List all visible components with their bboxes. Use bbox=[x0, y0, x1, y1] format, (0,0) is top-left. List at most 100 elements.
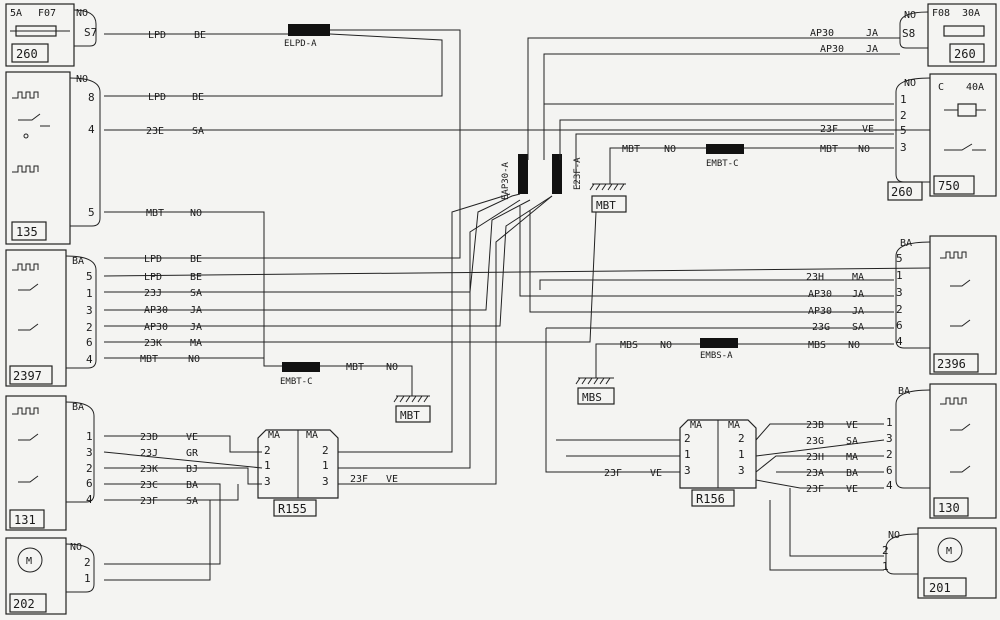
wire-color: JA bbox=[866, 44, 878, 55]
switch-icon bbox=[950, 279, 971, 327]
wire-color: SA bbox=[852, 322, 864, 333]
wire-code: 23F bbox=[350, 474, 368, 485]
wire-code: MBT bbox=[146, 208, 164, 219]
pin-label: 1 bbox=[684, 448, 691, 461]
wire-color: GR bbox=[186, 448, 199, 459]
component-2397: BA 5 1 3 2 6 4 2397 bbox=[5, 249, 97, 387]
pin-label: 1 bbox=[264, 459, 271, 472]
wire-code: 23J bbox=[144, 288, 162, 299]
wire-code: LPD bbox=[148, 30, 166, 41]
wire-color: MA bbox=[846, 452, 858, 463]
wire-color: BE bbox=[194, 30, 206, 41]
pin-label: 4 bbox=[896, 335, 903, 348]
wire-code: LPD bbox=[148, 92, 166, 103]
component-id: 130 bbox=[938, 501, 960, 515]
pin-label: 3 bbox=[322, 475, 329, 488]
pin-label: 4 bbox=[86, 353, 93, 366]
wire-code: 23A bbox=[806, 468, 824, 479]
pin-label: 1 bbox=[882, 560, 889, 573]
wire-code: 23J bbox=[140, 448, 158, 459]
pin-label: 1 bbox=[86, 287, 93, 300]
component-202: NO 2 1 M 202 bbox=[5, 537, 95, 615]
wire-color: MA bbox=[190, 338, 202, 349]
pin-label: 1 bbox=[900, 93, 907, 106]
wire-color: BJ bbox=[186, 464, 198, 475]
pin-label: 3 bbox=[900, 141, 907, 154]
pin-label: 3 bbox=[738, 464, 745, 477]
component-id: 750 bbox=[938, 179, 960, 193]
pin-label: 2 bbox=[84, 556, 91, 569]
wire-code: 23H bbox=[806, 452, 824, 463]
connector-r156: MA MA 2 1 3 2 1 3 R156 bbox=[679, 419, 757, 507]
wire-color: NO bbox=[858, 144, 870, 155]
wire-color: SA bbox=[190, 288, 202, 299]
svg-text:EMBS-A: EMBS-A bbox=[700, 351, 733, 361]
pin-label: 3 bbox=[264, 475, 271, 488]
svg-text:MBT: MBT bbox=[596, 199, 616, 212]
switch-icon bbox=[950, 423, 971, 473]
pin-label: 1 bbox=[86, 430, 93, 443]
pulse-icon bbox=[940, 251, 967, 259]
svg-text:EAP30-A: EAP30-A bbox=[501, 161, 511, 200]
splice-embs-a: EMBS-A bbox=[700, 338, 738, 361]
pin-label: 4 bbox=[886, 479, 893, 492]
connector-r155: MA MA 2 1 3 2 1 3 R155 bbox=[257, 429, 339, 517]
pin-label: 1 bbox=[896, 269, 903, 282]
pin-label: 3 bbox=[86, 304, 93, 317]
pulse-icon bbox=[12, 165, 39, 173]
wire-color: VE bbox=[386, 474, 398, 485]
wire-color: NO bbox=[190, 208, 202, 219]
header-label: BA bbox=[898, 386, 910, 397]
component-260-right: F08 30A 260 NO S8 bbox=[899, 3, 997, 67]
component-id: 2396 bbox=[937, 357, 966, 371]
component-id: 260 bbox=[954, 47, 976, 61]
component-id: 260 bbox=[16, 47, 38, 61]
pin-label: 1 bbox=[84, 572, 91, 585]
fuse-rating: 5A bbox=[10, 8, 22, 19]
motor-symbol: M bbox=[946, 546, 952, 557]
left-head: MA bbox=[690, 420, 702, 431]
wire-code: AP30 bbox=[808, 289, 832, 300]
pin-label: S8 bbox=[902, 27, 915, 40]
motor-icon bbox=[937, 537, 963, 563]
component-id: 201 bbox=[929, 581, 951, 595]
component-id: R156 bbox=[696, 492, 725, 506]
pin-label: 2 bbox=[900, 109, 907, 122]
splice-eap30-a: EAP30-A bbox=[501, 154, 528, 200]
wire-code: LPD bbox=[144, 272, 162, 283]
wire-code: MBS bbox=[620, 340, 638, 351]
wire-code: 23D bbox=[140, 432, 158, 443]
pin-label: 3 bbox=[886, 432, 893, 445]
pulse-icon bbox=[12, 91, 39, 99]
wire-color: JA bbox=[190, 305, 202, 316]
ground-mbs: MBS bbox=[575, 377, 615, 405]
svg-text:MBT: MBT bbox=[400, 409, 420, 422]
wire-color: NO bbox=[188, 354, 200, 365]
wire-color: BE bbox=[190, 254, 202, 265]
pin-label: 2 bbox=[896, 303, 903, 316]
pin-label: S7 bbox=[84, 26, 97, 39]
pin-label: 1 bbox=[738, 448, 745, 461]
wire-color: BE bbox=[192, 92, 204, 103]
wire-color: NO bbox=[386, 362, 398, 373]
ground-mbt-lower: MBT bbox=[393, 395, 431, 423]
ground-mbt-center: MBT bbox=[589, 183, 627, 213]
header-label: BA bbox=[72, 256, 84, 267]
wire-code: MBT bbox=[820, 144, 838, 155]
fuse-rating: 30A bbox=[962, 8, 980, 19]
right-head: MA bbox=[306, 430, 318, 441]
component-260-left: 5A F07 260 NO S7 bbox=[5, 3, 97, 67]
wire-code: MBT bbox=[346, 362, 364, 373]
pin-label: 6 bbox=[86, 477, 93, 490]
pulse-icon bbox=[940, 397, 967, 405]
splice-embt-c: EMBT-C bbox=[280, 362, 320, 387]
right-head: MA bbox=[728, 420, 740, 431]
relay-contact-icon bbox=[944, 109, 986, 151]
pin-label: 3 bbox=[86, 446, 93, 459]
pin-label: 2 bbox=[886, 448, 893, 461]
pin-5: 5 bbox=[88, 206, 95, 219]
splice-e23f-a: E23F-A bbox=[552, 154, 583, 194]
component-2396: BA 5 1 3 2 6 4 2396 bbox=[895, 235, 997, 375]
wire-code: 23K bbox=[144, 338, 162, 349]
